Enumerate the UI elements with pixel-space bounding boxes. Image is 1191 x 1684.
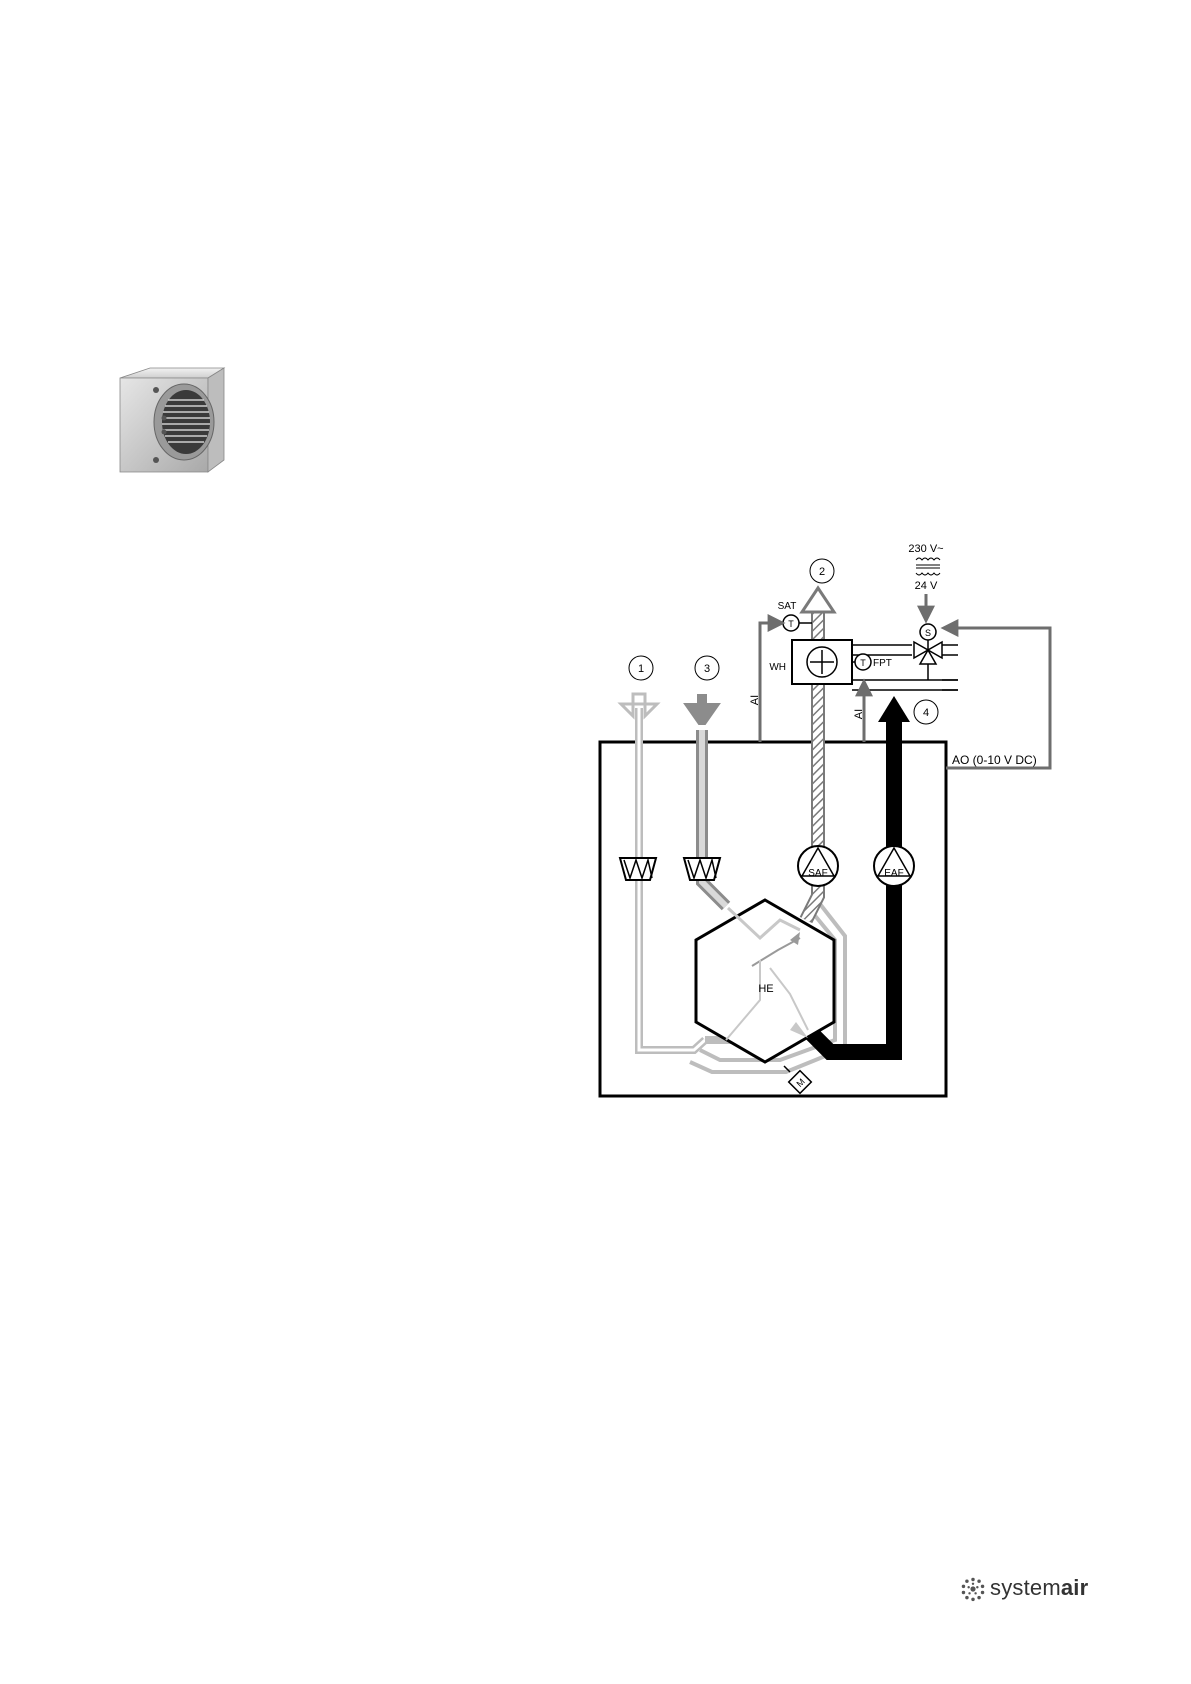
extract-air-filter [684, 858, 720, 880]
he-label: HE [758, 983, 773, 995]
ao-label: AO (0-10 V DC) [952, 753, 1037, 767]
supply-air-fan [798, 846, 838, 886]
logo-dots-icon [960, 1576, 986, 1602]
t2-label: T [860, 658, 866, 668]
s-label: S [925, 628, 931, 638]
marker-3: 3 [704, 663, 710, 675]
power-output-label: 24 V [915, 580, 938, 592]
ai-right-label: AI [853, 709, 865, 719]
ai-left-label: AI [749, 695, 761, 705]
transformer [916, 558, 940, 575]
three-way-valve [914, 640, 942, 664]
marker-1: 1 [638, 663, 644, 675]
marker-4: 4 [923, 707, 929, 719]
eaf-label: EAF [884, 868, 903, 879]
saf-label: SAF [808, 868, 827, 879]
t1-label: T [788, 619, 794, 629]
extract-air-fan [874, 846, 914, 886]
power-input-label: 230 V~ [908, 543, 943, 555]
logo-prefix: system [990, 1575, 1061, 1600]
wh-label: WH [769, 662, 786, 673]
sat-label: SAT [778, 601, 797, 612]
fpt-label: FPT [873, 658, 892, 669]
brand-logo: systemair [990, 1575, 1088, 1601]
logo-suffix: air [1061, 1575, 1089, 1600]
marker-2: 2 [819, 566, 825, 578]
outdoor-air-filter [620, 858, 656, 880]
